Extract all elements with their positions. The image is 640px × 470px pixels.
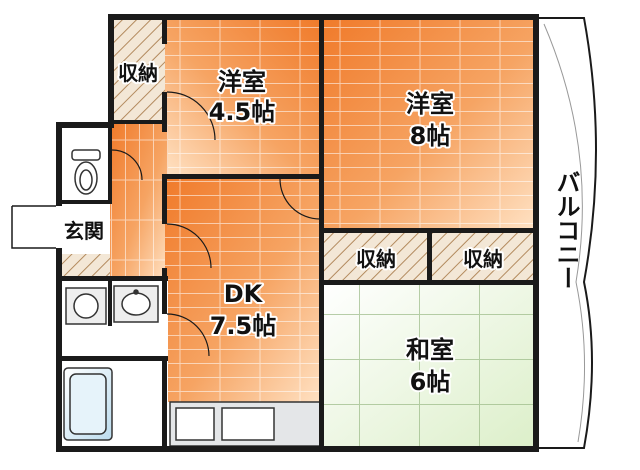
label-storage-mid-left: 収納 bbox=[356, 247, 396, 271]
balcony-area bbox=[535, 17, 597, 449]
closet-top-left bbox=[110, 18, 165, 122]
label-western-8-size: 8帖 bbox=[410, 122, 451, 150]
walls bbox=[56, 14, 539, 452]
closet-mid-left bbox=[324, 232, 428, 282]
entrance-hatch bbox=[60, 254, 110, 278]
closet-mid-right bbox=[431, 232, 536, 282]
entrance-area bbox=[58, 202, 110, 254]
label-japanese-room-size: 6帖 bbox=[410, 368, 451, 396]
label-storage-top: 収納 bbox=[118, 61, 158, 85]
label-storage-mid-right: 収納 bbox=[463, 247, 503, 271]
label-western-8-name: 洋室 bbox=[406, 90, 454, 118]
label-dk-name: DK bbox=[224, 280, 264, 308]
washbasin-icon bbox=[113, 285, 159, 323]
door-swings bbox=[111, 91, 321, 357]
kitchen-counter-icon bbox=[169, 401, 321, 447]
label-balcony: バルコニー bbox=[552, 170, 580, 290]
washing-machine-icon bbox=[65, 287, 107, 325]
label-entrance: 玄関 bbox=[64, 219, 104, 243]
label-dk-size: 7.5帖 bbox=[210, 312, 277, 340]
toilet-icon bbox=[71, 149, 101, 195]
label-japanese-room-name: 和室 bbox=[406, 336, 454, 364]
label-western-4-5-name: 洋室 bbox=[218, 68, 266, 96]
bathtub-icon bbox=[63, 367, 113, 441]
label-western-4-5-size: 4.5帖 bbox=[209, 98, 276, 126]
